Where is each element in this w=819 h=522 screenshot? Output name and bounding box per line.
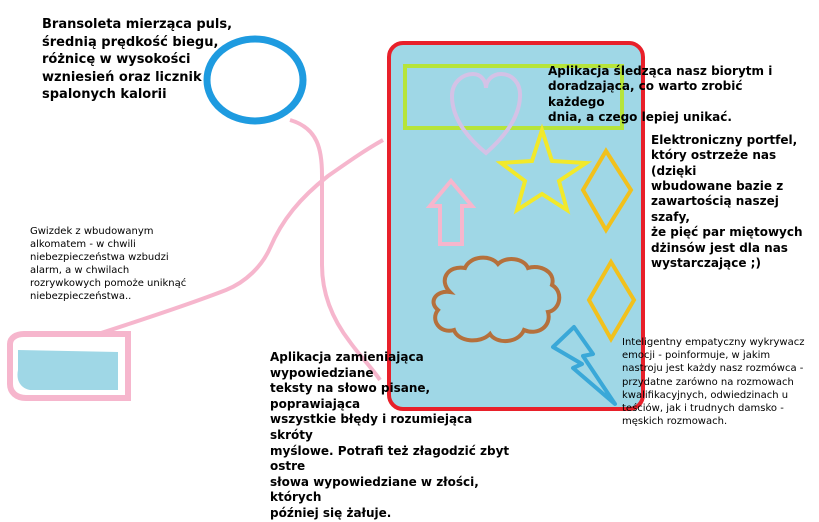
- whistle-fill: [17, 350, 118, 390]
- diamond-icon: [586, 258, 637, 344]
- star-icon: [495, 123, 593, 215]
- drawing-canvas: [7, 35, 645, 411]
- whistle-cord: [94, 138, 384, 337]
- arrow-up-icon: [425, 177, 477, 246]
- green-rectangle: [403, 64, 624, 130]
- emotion-note: Inteligentny empatyczny wykrywacz emocji…: [622, 337, 805, 428]
- diamond-icon: [580, 147, 634, 234]
- whistle-note: Gwizdek z wbudowanym alkomatem - w chwil…: [30, 226, 187, 302]
- cloud-icon: [431, 255, 562, 343]
- wallet-note: Elektroniczny portfel, który ostrzeże na…: [651, 133, 803, 270]
- speech-note: Aplikacja zamieniająca wypowiedziane tek…: [270, 350, 510, 520]
- bracelet-note: Bransoleta mierząca puls, średnią prędko…: [42, 17, 233, 103]
- heart-icon: [449, 71, 523, 156]
- bracelet-cord: [289, 118, 382, 382]
- bracelet-icon: [203, 35, 307, 125]
- lightning-icon: [551, 325, 617, 406]
- biorhythm-note: Aplikacja śledząca nasz biorytm i doradz…: [548, 64, 773, 125]
- phone-frame: [387, 41, 645, 411]
